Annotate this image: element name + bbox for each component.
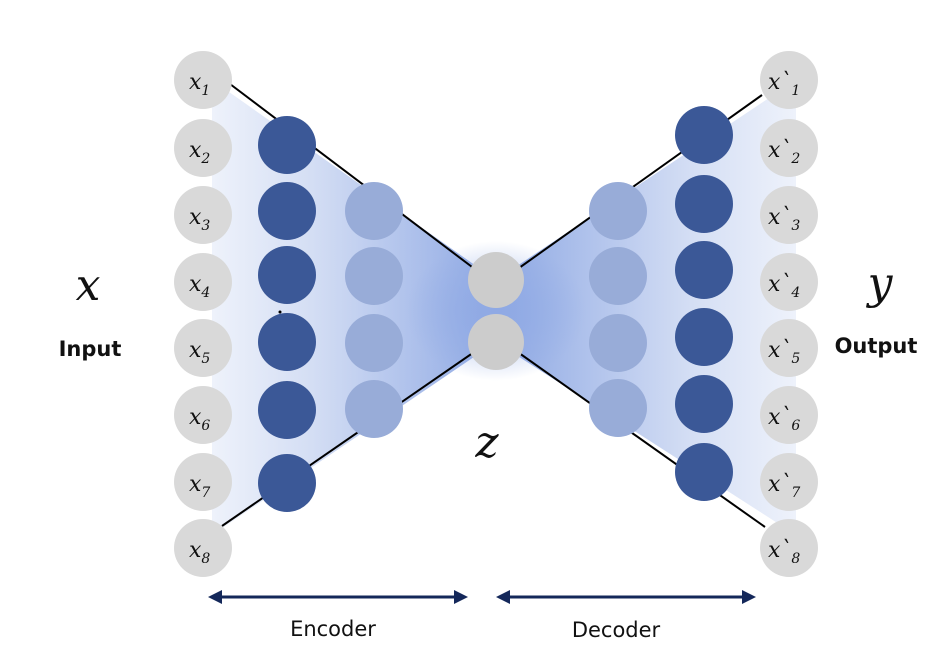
input-label-5: x5: [189, 338, 210, 367]
dec2-node-4: [675, 308, 733, 366]
dec2-node-3: [675, 241, 733, 299]
input-label-8: x8: [189, 538, 210, 567]
dec1-node-3: [589, 314, 647, 372]
output-node-4: [760, 253, 818, 311]
enc1-node-3: [258, 246, 316, 304]
input-node-1: [174, 51, 232, 109]
stray-dot: [278, 310, 282, 314]
decoder-hidden-layer-1: [589, 182, 647, 437]
encoder-hidden-layer-2: [345, 182, 403, 438]
enc1-node-4: [258, 313, 316, 371]
latent-node-2: [468, 314, 524, 370]
encoder-label: Encoder: [290, 617, 376, 641]
input-node-5: [174, 319, 232, 377]
output-node-7: [760, 453, 818, 511]
input-node-3: [174, 186, 232, 244]
input-node-7: [174, 453, 232, 511]
output-node-6: [760, 386, 818, 444]
input-label-6: x6: [189, 405, 210, 434]
latent-variable: z: [474, 417, 499, 468]
input-label-4: x4: [189, 272, 210, 301]
output-node-2: [760, 119, 818, 177]
input-label-3: x3: [189, 205, 210, 234]
input-label-2: x2: [189, 138, 210, 167]
output-label-2: x`2: [768, 138, 800, 167]
enc2-node-3: [345, 314, 403, 372]
latent-layer: [468, 252, 524, 370]
dec1-node-1: [589, 182, 647, 240]
output-label-1: x`1: [768, 70, 800, 99]
output-node-1: [760, 51, 818, 109]
decoder-hidden-layer-2: [675, 106, 733, 501]
latent-node-1: [468, 252, 524, 308]
enc2-node-2: [345, 247, 403, 305]
dec2-node-1: [675, 106, 733, 164]
input-label-1: x1: [189, 70, 210, 99]
input-label: Input: [59, 337, 122, 361]
output-node-3: [760, 186, 818, 244]
dec2-node-2: [675, 175, 733, 233]
enc2-node-1: [345, 182, 403, 240]
latent-glow: [406, 241, 586, 381]
output-variable: y: [866, 258, 894, 309]
output-label-6: x`6: [768, 405, 800, 434]
output-label-4: x`4: [768, 272, 800, 301]
decoder-bottom-line: [511, 347, 766, 528]
input-variable: x: [76, 260, 101, 311]
output-node-8: [760, 519, 818, 577]
dec2-node-5: [675, 375, 733, 433]
output-labels: x`1 x`2 x`3 x`4 x`5 x`6 x`7 x`8: [768, 70, 800, 567]
dec2-node-6: [675, 443, 733, 501]
enc1-node-6: [258, 454, 316, 512]
decoder-label: Decoder: [572, 618, 661, 642]
input-node-6: [174, 386, 232, 444]
output-label-3: x`3: [768, 205, 800, 234]
encoder-arrow: [208, 590, 468, 604]
output-label-8: x`8: [768, 538, 800, 567]
encoder-top-line: [229, 83, 481, 274]
enc1-node-2: [258, 182, 316, 240]
dec1-node-4: [589, 379, 647, 437]
output-layer: [760, 51, 818, 577]
input-labels: x1 x2 x3 x4 x5 x6 x7 x8: [189, 70, 210, 567]
input-node-8: [174, 519, 232, 577]
enc1-node-5: [258, 381, 316, 439]
input-node-2: [174, 119, 232, 177]
encoder-hidden-layer-1: [258, 116, 316, 512]
input-node-4: [174, 253, 232, 311]
enc1-node-1: [258, 116, 316, 174]
input-label-7: x7: [189, 472, 210, 501]
output-label-7: x`7: [768, 472, 800, 501]
output-node-5: [760, 319, 818, 377]
input-layer: [174, 51, 232, 577]
enc2-node-4: [345, 380, 403, 438]
dec1-node-2: [589, 247, 647, 305]
output-label-5: x`5: [768, 338, 800, 367]
output-label: Output: [835, 334, 918, 358]
decoder-arrow: [496, 590, 756, 604]
